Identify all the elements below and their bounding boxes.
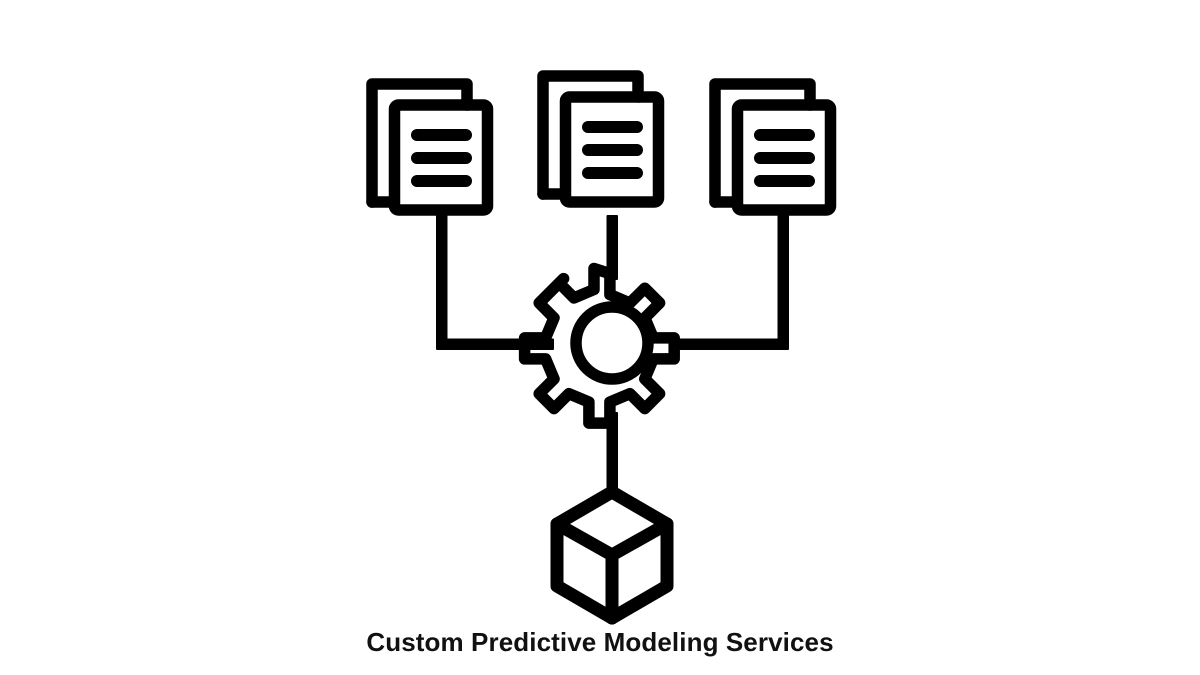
document-back-sheet bbox=[537, 70, 644, 200]
document-text-lines bbox=[411, 129, 472, 187]
documents-stack-icon-center bbox=[537, 70, 665, 208]
document-text-lines bbox=[582, 121, 643, 179]
connector-center bbox=[606, 215, 618, 280]
connector-output bbox=[606, 412, 618, 494]
connector-right bbox=[671, 215, 789, 350]
document-back-sheet bbox=[366, 78, 473, 208]
connector-left bbox=[436, 215, 554, 350]
cube-icon bbox=[550, 485, 674, 625]
gear-icon bbox=[518, 262, 680, 429]
document-front-sheet bbox=[388, 99, 494, 216]
gear-hub bbox=[570, 301, 654, 385]
document-front-sheet bbox=[731, 99, 837, 216]
gear-body bbox=[518, 262, 680, 429]
documents-stack-icon-left bbox=[366, 78, 494, 216]
document-text-lines bbox=[754, 129, 815, 187]
cube-inner-edges bbox=[550, 517, 674, 625]
connector-group bbox=[436, 215, 789, 494]
document-front-sheet bbox=[559, 91, 665, 208]
documents-stack-icon-right bbox=[709, 78, 837, 216]
page-title: Custom Predictive Modeling Services bbox=[366, 627, 834, 657]
document-back-sheet bbox=[709, 78, 816, 208]
